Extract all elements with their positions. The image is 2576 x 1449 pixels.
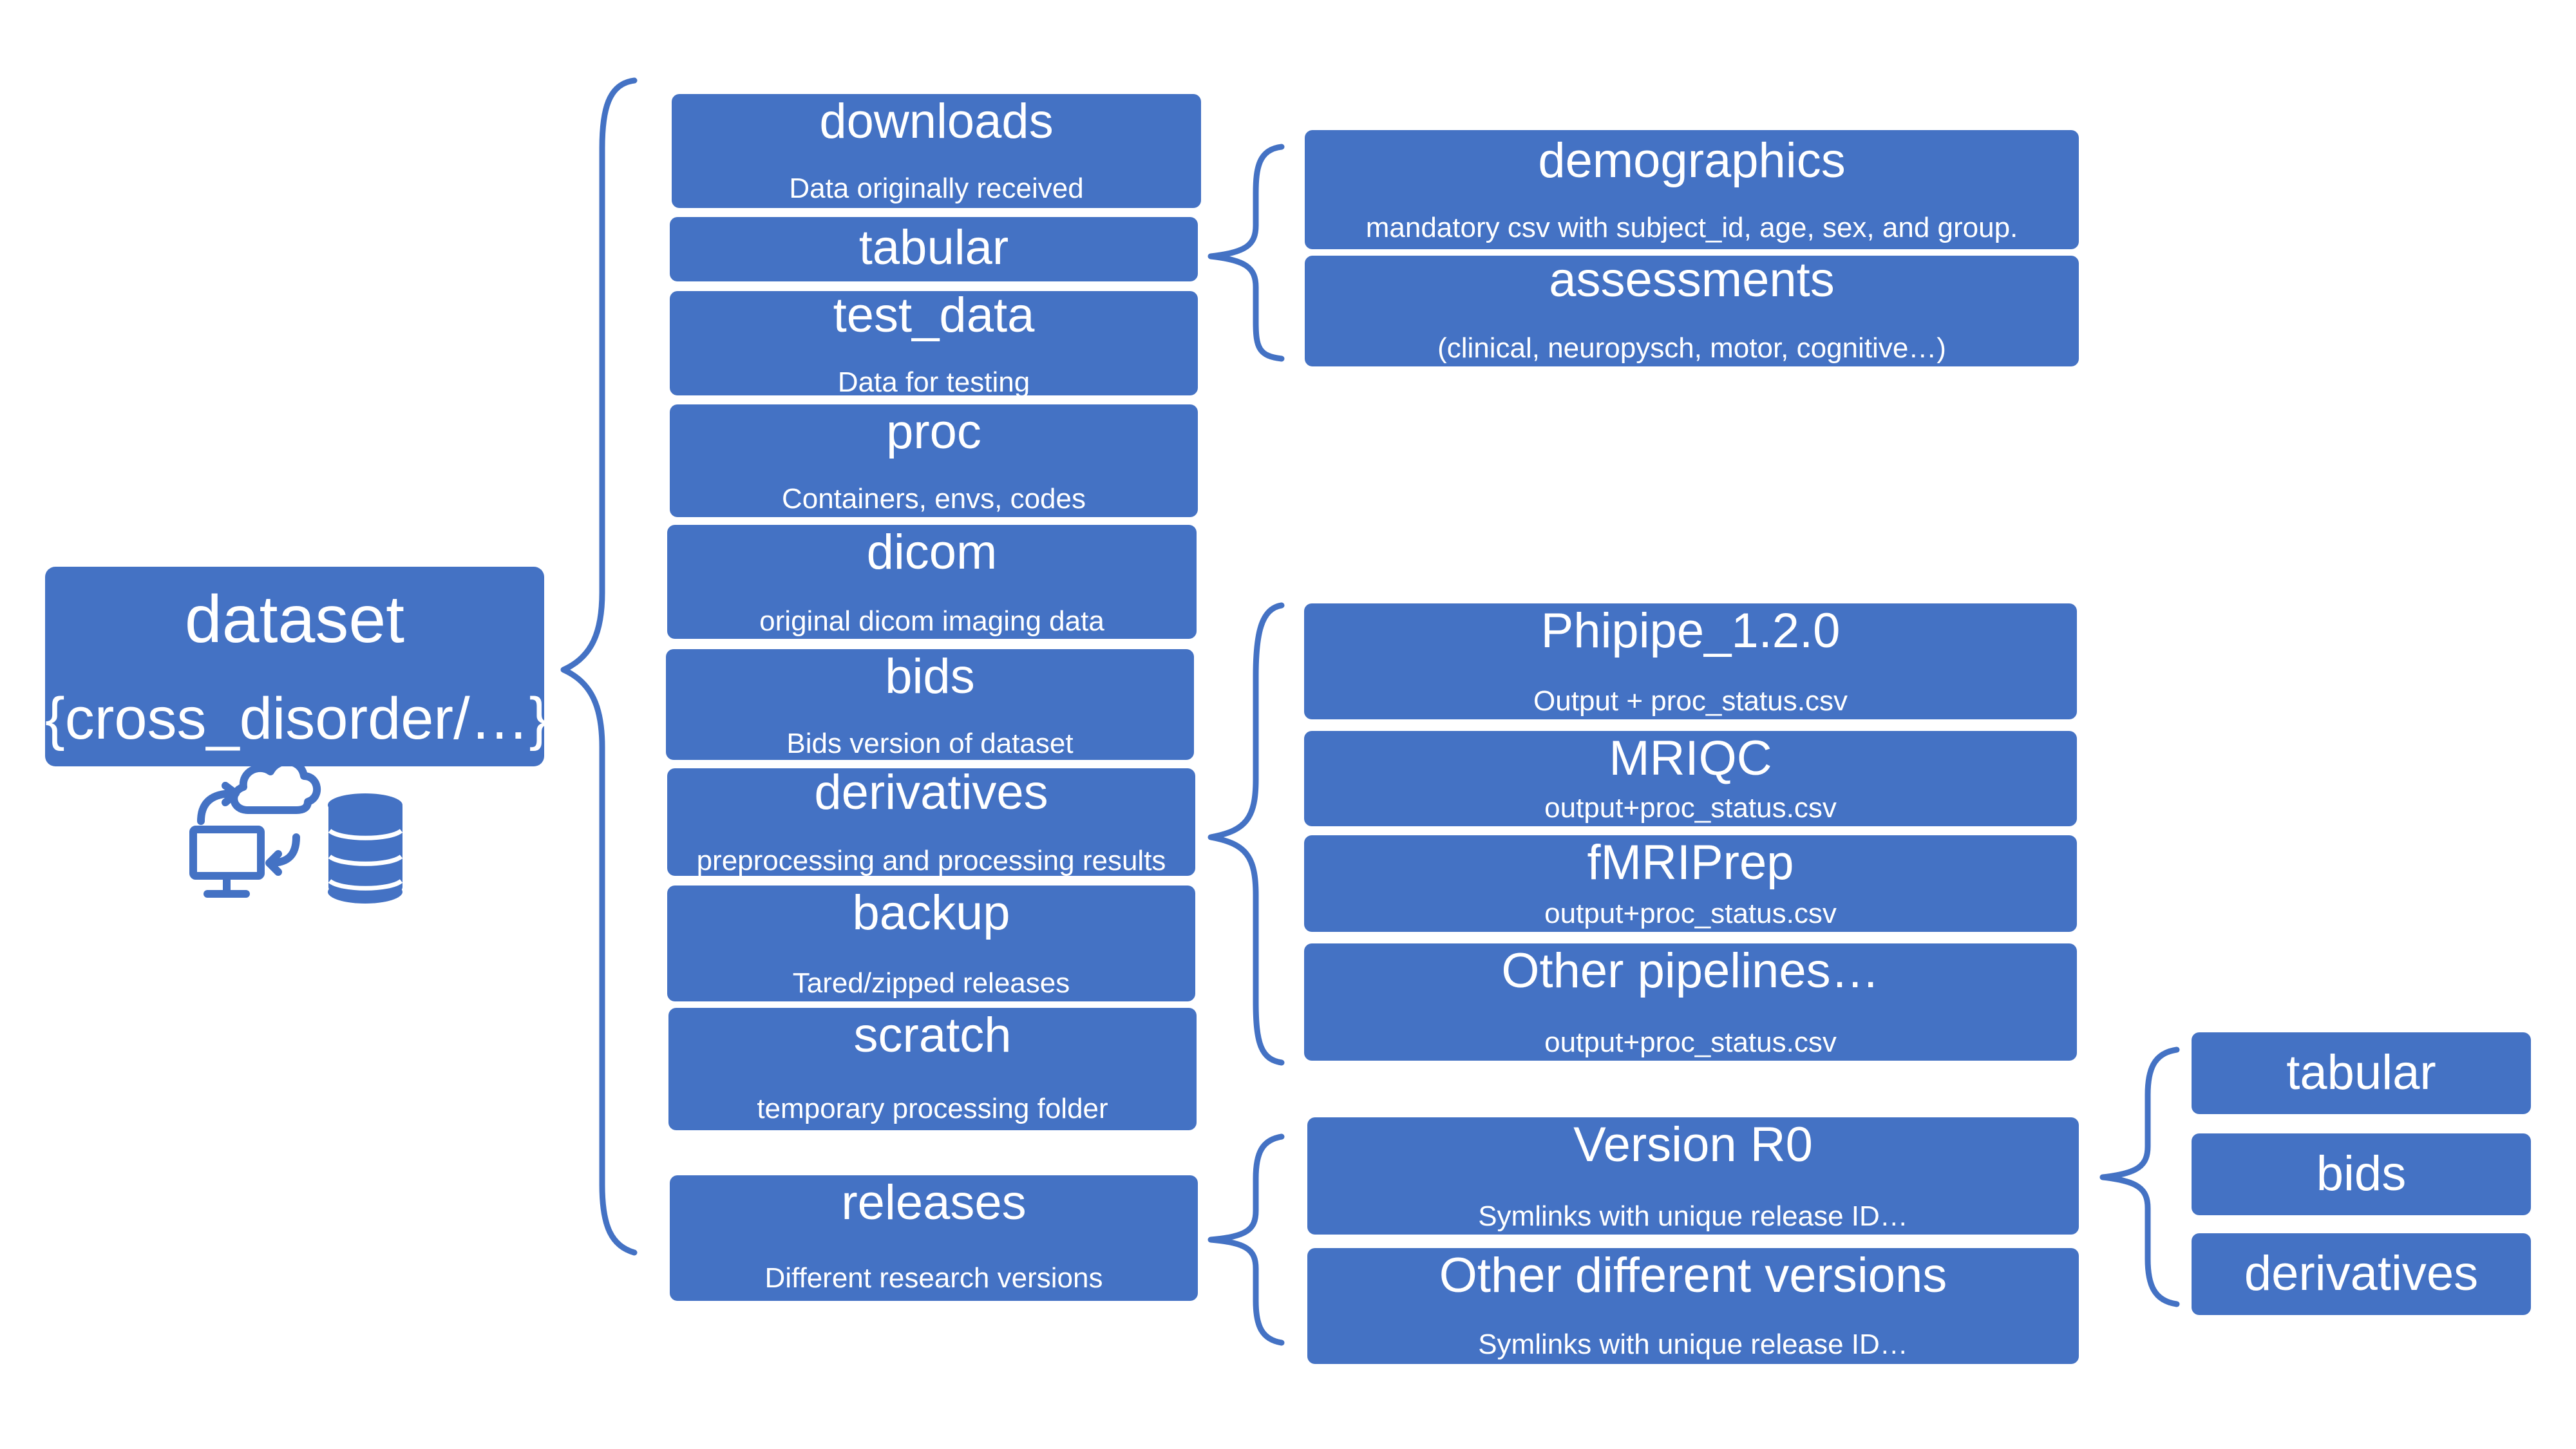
- item-title: tabular: [2286, 1045, 2436, 1100]
- item-description: Symlinks with unique release ID…: [1478, 1329, 1908, 1360]
- version-derivatives[interactable]: derivatives: [2192, 1233, 2531, 1315]
- folder-title: releases: [841, 1175, 1027, 1230]
- derivatives-brace: [1208, 602, 1285, 1066]
- folder-description: Data originally received: [789, 173, 1084, 204]
- folder-title: tabular: [858, 220, 1009, 275]
- releases-brace: [1208, 1133, 1285, 1346]
- item-description: Output + proc_status.csv: [1533, 685, 1848, 717]
- item-description: (clinical, neuropysch, motor, cognitive……: [1437, 332, 1946, 364]
- pipeline-fmriprep[interactable]: fMRIPrep output+proc_status.csv: [1304, 835, 2077, 932]
- folder-description: Data for testing: [837, 366, 1030, 396]
- cloud-icon: [230, 757, 321, 814]
- item-title: Version R0: [1573, 1117, 1813, 1172]
- folder-backup[interactable]: backup Tared/zipped releases: [667, 886, 1195, 1001]
- folder-description: Bids version of dataset: [786, 728, 1074, 759]
- item-title: assessments: [1549, 256, 1835, 307]
- folder-derivatives[interactable]: derivatives preprocessing and processing…: [667, 768, 1195, 876]
- folder-downloads[interactable]: downloads Data originally received: [672, 94, 1201, 208]
- folder-description: original dicom imaging data: [759, 605, 1104, 637]
- folder-title: downloads: [819, 94, 1054, 149]
- database-icon: [328, 793, 403, 904]
- release-other-versions[interactable]: Other different versions Symlinks with u…: [1307, 1248, 2079, 1364]
- item-description: mandatory csv with subject_id, age, sex,…: [1365, 212, 2018, 243]
- tabular-brace: [1208, 144, 1285, 362]
- folder-description: preprocessing and processing results: [696, 845, 1166, 876]
- item-title: Other pipelines…: [1501, 943, 1880, 998]
- folder-releases[interactable]: releases Different research versions: [670, 1175, 1198, 1301]
- item-title: derivatives: [2244, 1246, 2479, 1301]
- pipeline-other[interactable]: Other pipelines… output+proc_status.csv: [1304, 943, 2077, 1061]
- folder-title: scratch: [853, 1008, 1012, 1063]
- folder-description: Tared/zipped releases: [792, 967, 1070, 999]
- root-dataset-box[interactable]: dataset {cross_disorder/…}: [45, 567, 544, 766]
- pipeline-phipipe[interactable]: Phipipe_1.2.0 Output + proc_status.csv: [1304, 603, 2077, 719]
- folder-description: Different research versions: [764, 1262, 1103, 1294]
- folder-title: test_data: [833, 291, 1035, 343]
- folder-description: Containers, envs, codes: [781, 483, 1086, 515]
- folder-title: proc: [886, 404, 981, 459]
- root-subtitle: {cross_disorder/…}: [45, 686, 544, 752]
- tabular-demographics[interactable]: demographics mandatory csv with subject_…: [1305, 130, 2079, 249]
- folder-dicom[interactable]: dicom original dicom imaging data: [667, 525, 1197, 639]
- item-description: output+proc_status.csv: [1544, 898, 1837, 929]
- root-brace: [560, 77, 638, 1256]
- item-title: fMRIPrep: [1587, 835, 1794, 890]
- item-title: bids: [2316, 1146, 2407, 1201]
- folder-test-data[interactable]: test_data Data for testing: [670, 291, 1198, 395]
- tabular-assessments[interactable]: assessments (clinical, neuropysch, motor…: [1305, 256, 2079, 366]
- folder-title: bids: [885, 649, 975, 704]
- item-description: Symlinks with unique release ID…: [1478, 1200, 1908, 1232]
- version-tabular[interactable]: tabular: [2192, 1032, 2531, 1114]
- item-description: output+proc_status.csv: [1544, 1027, 1837, 1058]
- folder-proc[interactable]: proc Containers, envs, codes: [670, 404, 1198, 517]
- computer-sync-icon: [189, 782, 300, 898]
- pipeline-mriqc[interactable]: MRIQC output+proc_status.csv: [1304, 731, 2077, 826]
- folder-title: derivatives: [814, 768, 1048, 820]
- folder-scratch[interactable]: scratch temporary processing folder: [668, 1008, 1197, 1130]
- item-title: MRIQC: [1609, 731, 1772, 786]
- folder-tabular[interactable]: tabular: [670, 217, 1198, 281]
- item-description: output+proc_status.csv: [1544, 792, 1837, 824]
- version-bids[interactable]: bids: [2192, 1133, 2531, 1215]
- item-title: Other different versions: [1439, 1248, 1947, 1303]
- item-title: Phipipe_1.2.0: [1540, 603, 1841, 658]
- release-version-r0[interactable]: Version R0 Symlinks with unique release …: [1307, 1117, 2079, 1235]
- folder-title: backup: [852, 886, 1010, 940]
- version-brace: [2099, 1046, 2180, 1307]
- item-title: demographics: [1538, 133, 1846, 188]
- root-title: dataset: [184, 582, 405, 657]
- folder-bids[interactable]: bids Bids version of dataset: [666, 649, 1194, 760]
- folder-description: temporary processing folder: [757, 1093, 1108, 1124]
- folder-title: dicom: [866, 525, 998, 580]
